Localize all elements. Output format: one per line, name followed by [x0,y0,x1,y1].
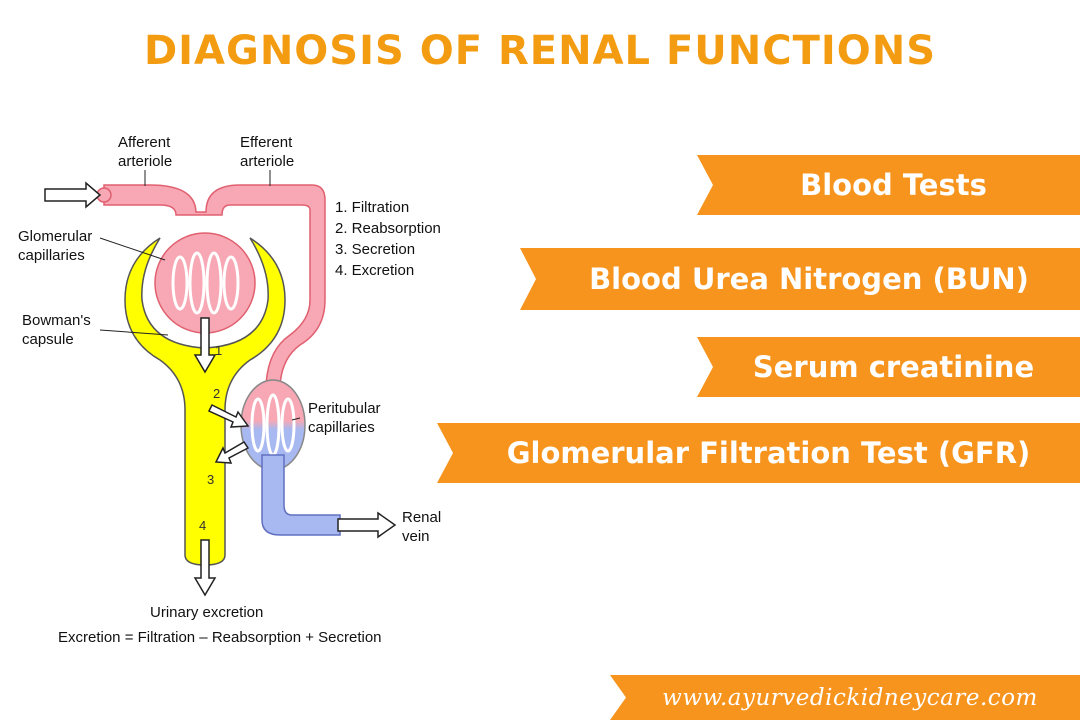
urinary-excretion-label: Urinary excretion [150,604,263,621]
arrow-number-1: 1 [215,343,222,358]
arrow-number-2: 2 [213,386,220,401]
arrow-number-4: 4 [199,518,206,533]
renal-vein [261,454,341,536]
banner-blood-tests: Blood Tests [697,155,1080,215]
step-secretion: 3. Secretion [335,241,415,258]
filtration-arrow [193,317,217,374]
banner-bun: Blood Urea Nitrogen (BUN) [520,248,1080,310]
step-excretion: 4. Excretion [335,262,414,279]
renal-vein-label-2: vein [402,528,430,545]
page-title: DIAGNOSIS OF RENAL FUNCTIONS [143,28,937,74]
afferent-label-1: Afferent [118,134,171,151]
bowman-label-2: capsule [22,331,74,348]
glomerular-label-1: Glomerular [18,228,92,245]
excretion-equation: Excretion = Filtration – Reabsorption + … [58,629,382,646]
afferent-label-2: arteriole [118,153,172,170]
website-banner: www.ayurvedickidneycare.com [610,675,1080,720]
step-reabsorption: 2. Reabsorption [335,220,441,237]
inflow-arrow [44,181,102,209]
secretion-arrow [214,440,250,464]
outflow-arrow [337,511,397,539]
efferent-label-2: arteriole [240,153,294,170]
peritubular-label-2: capillaries [308,419,375,436]
efferent-label-1: Efferent [240,134,293,151]
arrow-number-3: 3 [207,472,214,487]
glomerular-label-2: capillaries [18,247,85,264]
step-filtration: 1. Filtration [335,199,409,216]
bowman-label-1: Bowman's [22,312,91,329]
excretion-arrow [193,539,217,597]
banner-gfr: Glomerular Filtration Test (GFR) [437,423,1080,483]
reabsorption-arrow [207,403,250,428]
nephron-diagram: Afferent arteriole Efferent arteriole Gl… [18,134,441,646]
banner-serum-creatinine: Serum creatinine [697,337,1080,397]
renal-vein-label-1: Renal [402,509,441,526]
peritubular-label-1: Peritubular [308,400,381,417]
